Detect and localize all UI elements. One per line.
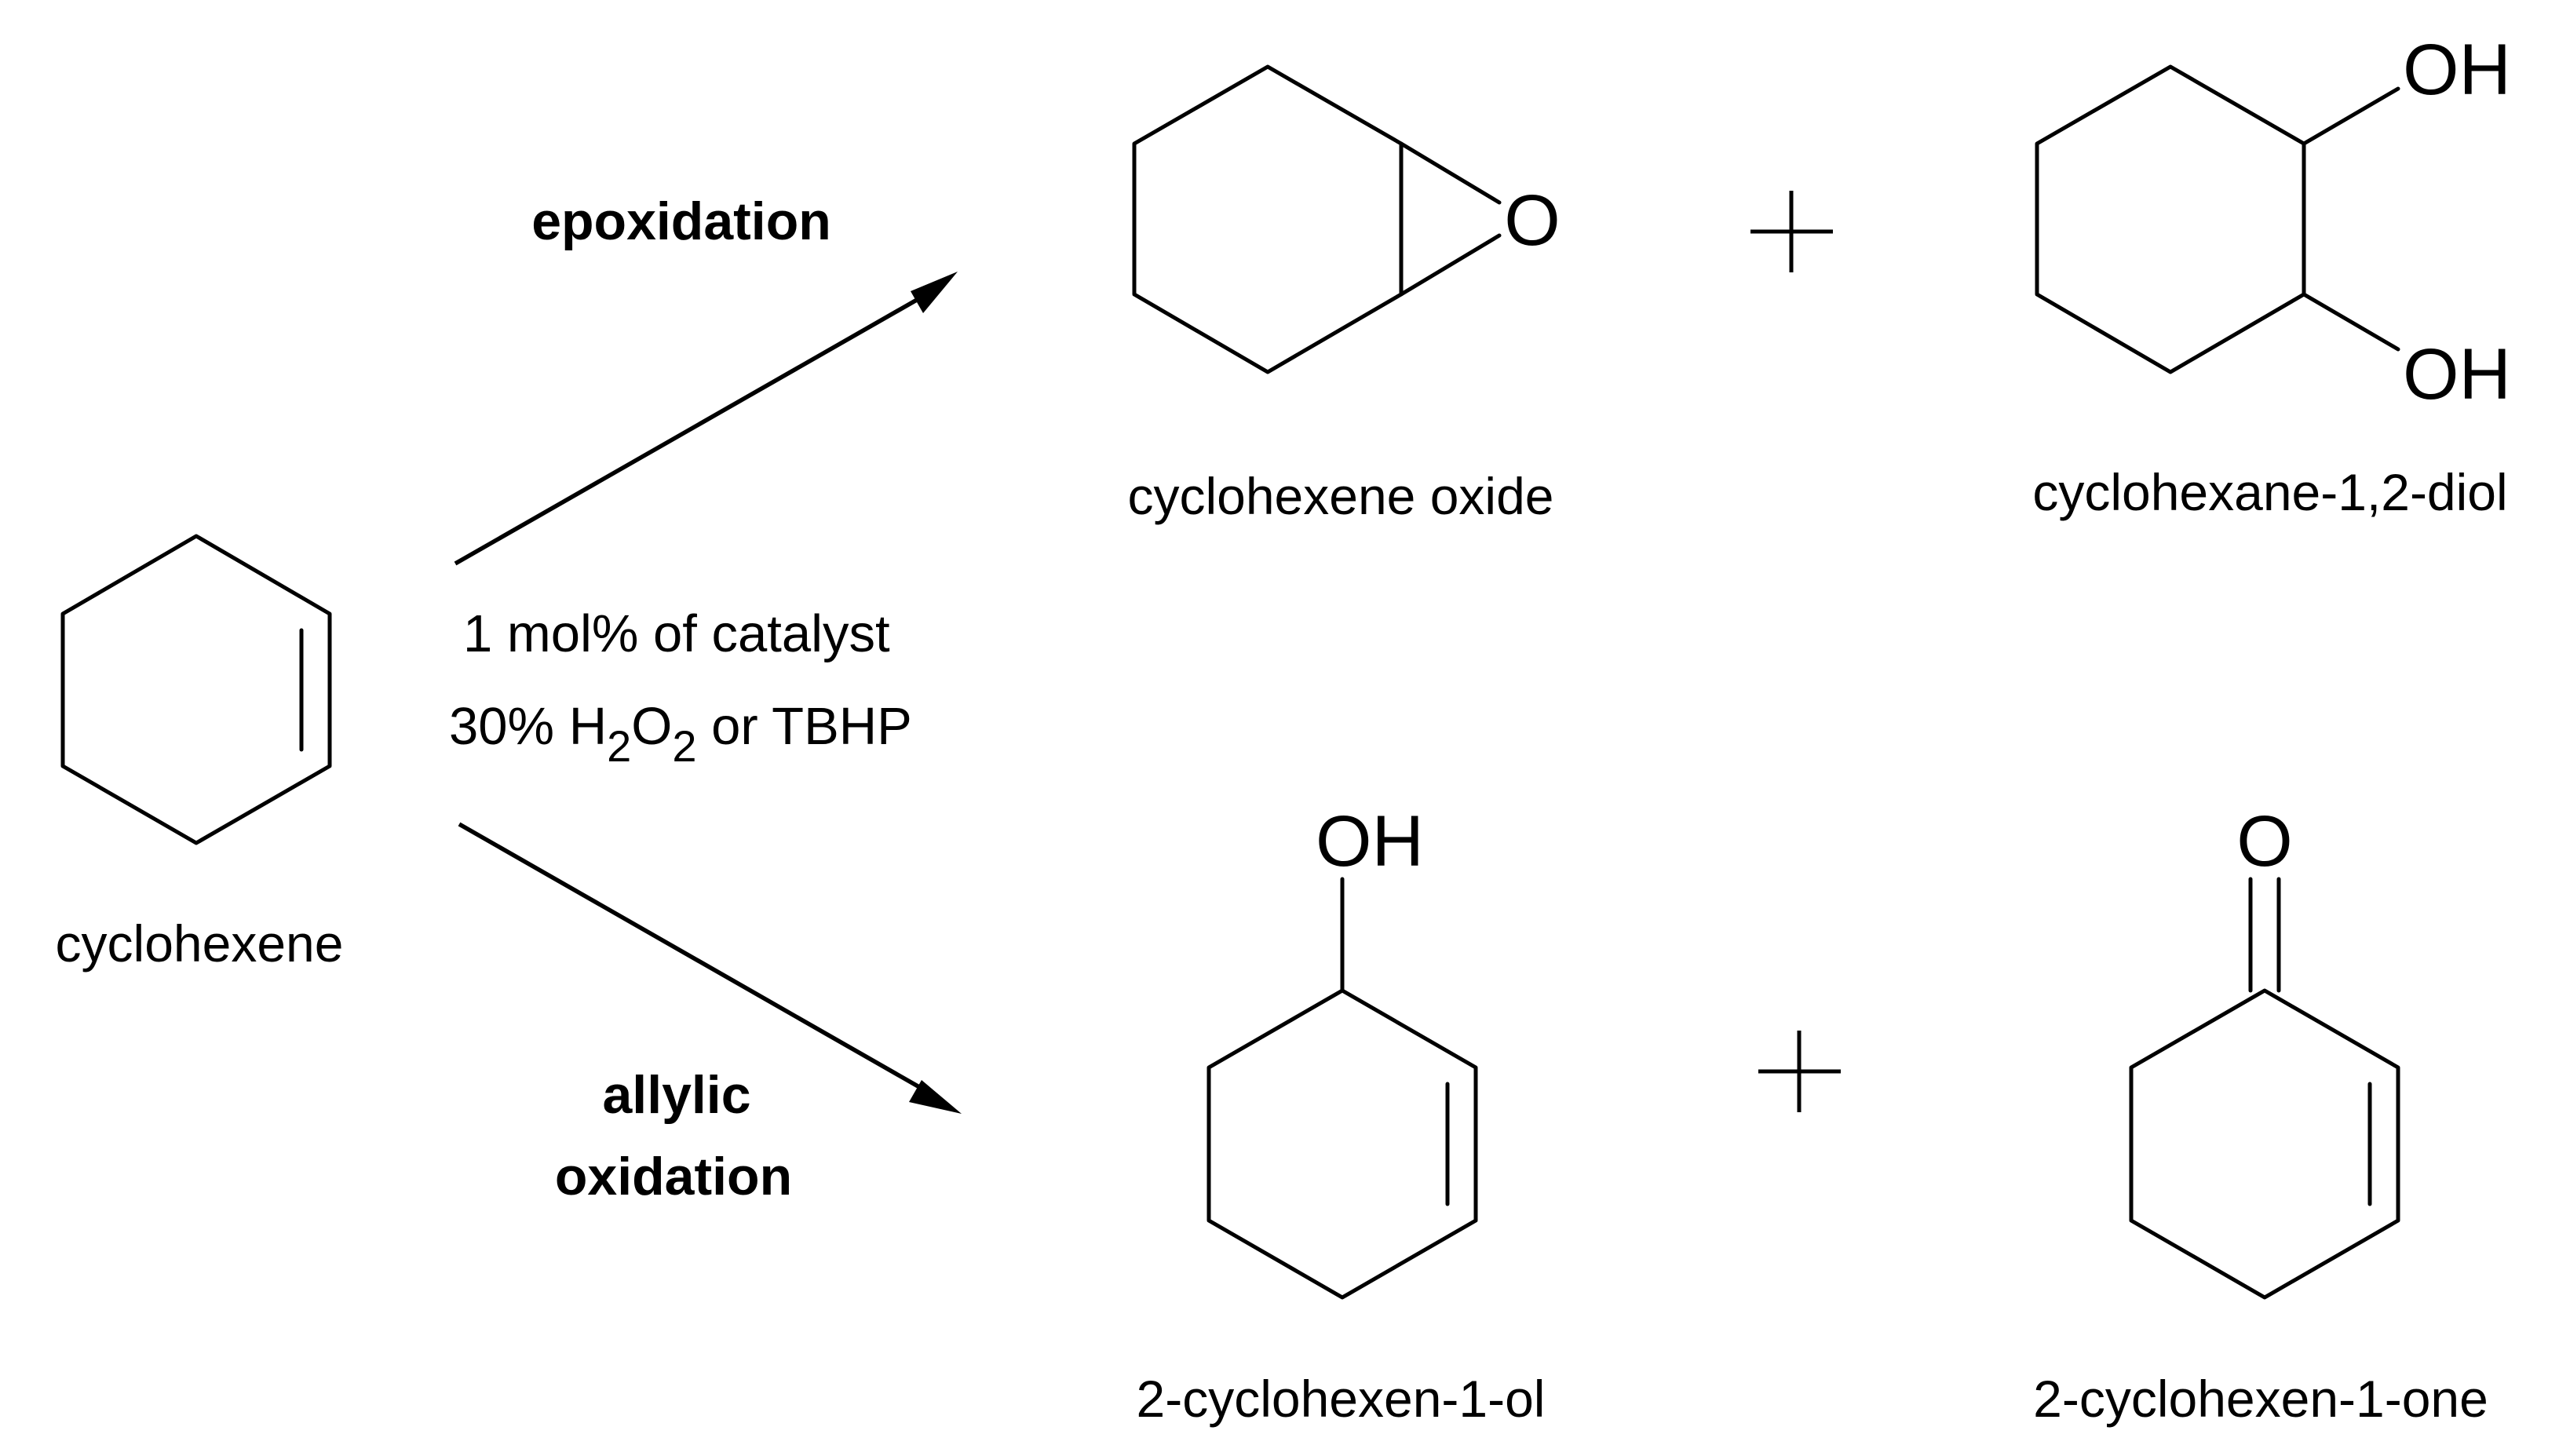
allylic-arrow-head [909, 1080, 962, 1114]
cyclohexenone-ring [2129, 988, 2400, 1300]
cyclohexane-diol-structure: OH OH [2035, 30, 2511, 414]
cyclohexenone-oxygen-label: O [2236, 801, 2293, 881]
plus-sign-upper [1750, 191, 1833, 272]
cyclohexane-diol-name: cyclohexane-1,2-diol [2032, 463, 2507, 521]
cyclohexene-oxide-ring [1132, 64, 1404, 374]
reactant-name: cyclohexene [56, 914, 344, 972]
epoxidation-arrow-shaft [454, 294, 924, 566]
oxidant-oxygen: O [631, 697, 672, 756]
epoxide-oxygen-label: O [1504, 181, 1561, 261]
cyclohexenol-ring [1206, 988, 1478, 1300]
cyclohexane-diol-ring [2035, 64, 2306, 374]
allylic-label-line1: allylic [602, 1065, 750, 1125]
diol-oh-bond-lower [2302, 292, 2400, 352]
cyclohexene-oxide-structure: O [1132, 64, 1561, 374]
allylic-label-line2: oxidation [555, 1147, 792, 1206]
diol-oh-label-upper: OH [2403, 30, 2511, 110]
cyclohexenol-name: 2-cyclohexen-1-ol [1137, 1370, 1546, 1428]
cyclohexene-oxide-name: cyclohexene oxide [1127, 467, 1553, 525]
epoxide-bond-lower [1399, 233, 1502, 297]
epoxidation-label: epoxidation [531, 192, 831, 251]
cyclohexenol-oh-label: OH [1316, 801, 1424, 881]
cyclohexenone-structure: O [2129, 801, 2400, 1300]
oxidant-prefix: 30% H [449, 697, 607, 756]
cyclohexenol-structure: OH [1206, 801, 1478, 1300]
diol-oh-label-lower: OH [2403, 334, 2511, 414]
diol-oh-bond-upper [2302, 86, 2400, 146]
oxidant-subscript-1: 2 [607, 721, 631, 771]
allylic-oxidation-arrow [458, 822, 962, 1114]
oxidant-text: 30% H2O2 or TBHP [449, 697, 912, 771]
cyclohexenone-name: 2-cyclohexen-1-one [2033, 1370, 2488, 1428]
oxidant-suffix: or TBHP [697, 697, 912, 756]
cyclohexene-structure [60, 534, 332, 845]
plus-sign-lower [1758, 1031, 1841, 1112]
catalyst-text: 1 mol% of catalyst [463, 604, 890, 663]
oxidant-subscript-2: 2 [672, 721, 696, 771]
epoxide-bond-upper [1399, 141, 1502, 205]
epoxidation-arrow [454, 272, 958, 566]
epoxidation-arrow-head [911, 272, 958, 313]
allylic-arrow-shaft [458, 822, 928, 1093]
cyclohexene-ring [60, 534, 332, 845]
